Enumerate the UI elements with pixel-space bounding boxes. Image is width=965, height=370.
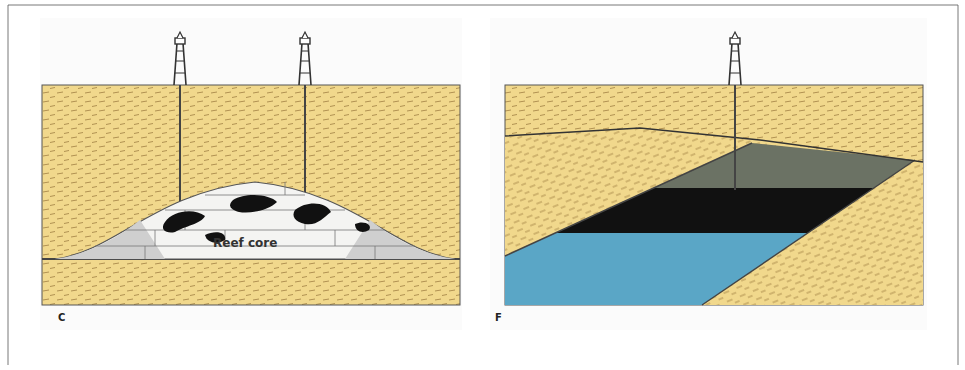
reef-dome — [55, 182, 455, 259]
reef-trap-panel — [40, 18, 462, 330]
frame-line — [958, 5, 959, 365]
unconformity-trap-panel — [490, 18, 930, 330]
drilling-derrick — [174, 32, 186, 85]
oil-pocket — [355, 222, 370, 232]
drilling-derrick — [299, 32, 311, 85]
frame-line — [8, 5, 9, 365]
reef-flank — [345, 220, 455, 259]
reef-joint — [155, 230, 156, 246]
sandstone-layer — [42, 85, 460, 305]
reef-joint — [285, 182, 286, 195]
well-bore — [304, 85, 306, 205]
well-bore — [179, 85, 181, 205]
frame-line — [8, 5, 958, 6]
water-zone — [500, 233, 930, 313]
bed-boundary — [505, 143, 915, 305]
oil-pocket — [163, 211, 205, 232]
panel-letter: F — [495, 312, 502, 323]
unconformity-line — [505, 128, 923, 162]
well-bore — [734, 85, 736, 190]
panel-letter: C — [58, 312, 65, 323]
drilling-derrick — [729, 32, 741, 85]
reservoir-bed — [500, 130, 930, 313]
reef-flank — [55, 220, 165, 259]
oil-zone — [500, 188, 930, 233]
reef-body: Reef core — [55, 180, 455, 260]
node-label: Reef core — [213, 236, 277, 250]
oil-pocket — [293, 203, 331, 224]
reef-joint — [145, 246, 146, 259]
reef-joint — [375, 246, 376, 259]
reef-joint — [335, 230, 336, 246]
panel-background — [40, 18, 462, 330]
oil-pocket — [230, 195, 277, 213]
